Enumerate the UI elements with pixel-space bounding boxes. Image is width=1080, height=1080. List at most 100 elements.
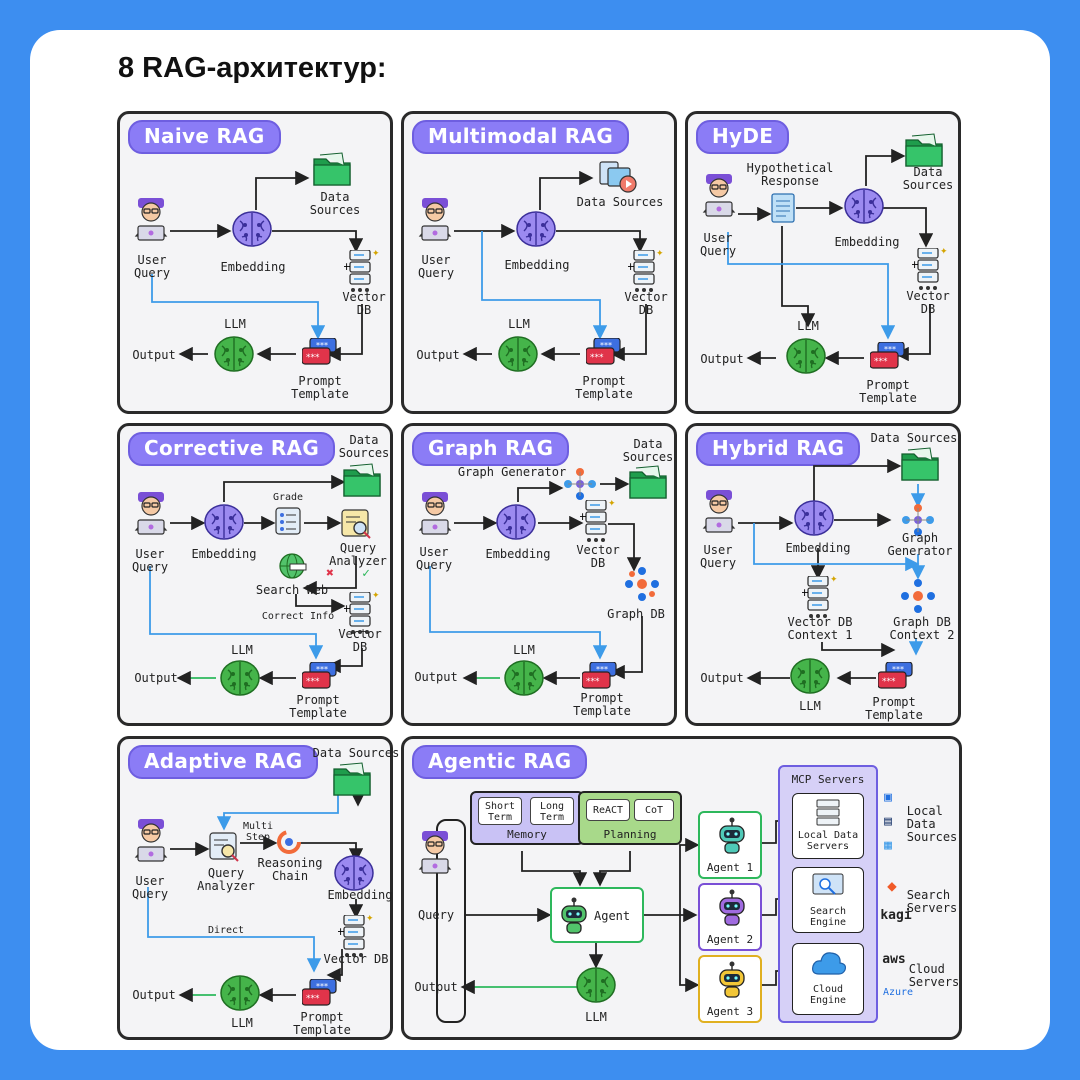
graph-db-icon <box>901 579 935 613</box>
folder-icon <box>313 152 351 186</box>
output-label: Output <box>132 348 176 362</box>
panel-title: HyDE <box>696 120 790 154</box>
query-analyzer-icon <box>209 832 239 862</box>
panel-title: Naive RAG <box>128 120 281 154</box>
user-icon <box>703 490 735 533</box>
prompt-template-icon <box>302 979 337 1006</box>
aws-label: aws <box>882 952 906 967</box>
user-icon <box>135 492 167 535</box>
planning-label: Planning <box>603 828 657 841</box>
graph-db-label: Graph DB <box>607 607 665 621</box>
user-icon <box>135 819 167 862</box>
graph-generator-label: Graph Generator <box>887 531 953 558</box>
brave-icon: ◆ <box>887 876 897 895</box>
panel-title: Hybrid RAG <box>696 432 861 466</box>
long-term-pill: Long Term <box>530 797 574 825</box>
vector-db-label: Vector DB <box>323 952 389 966</box>
user-query-label: User Query <box>699 231 737 258</box>
vector-db-icon <box>912 248 949 291</box>
page-title: 8 RAG-архитектур: <box>118 52 387 84</box>
panel-title: Graph RAG <box>412 432 570 466</box>
folder-icon <box>629 465 667 499</box>
user-query-label: User Query <box>133 253 171 280</box>
checklist-icon <box>275 507 301 535</box>
embedding-label: Embedding <box>191 547 257 561</box>
prompt-template-label: Prompt Template <box>291 374 349 401</box>
llm-brain-icon <box>220 660 260 696</box>
query-analyzer-icon <box>341 509 371 539</box>
search-engine-icon <box>812 873 844 895</box>
server-icon <box>816 799 840 826</box>
panel-title: Agentic RAG <box>412 745 588 779</box>
user-query-label: User Query <box>131 874 169 901</box>
agent-box: Agent <box>550 887 644 943</box>
graph-db-label: Graph DB Context 2 <box>889 615 955 642</box>
cloud-engine-box: Cloud Engine <box>792 943 864 1015</box>
kagi-label: kagi <box>880 908 912 923</box>
memory-label: Memory <box>507 828 547 841</box>
multi-step-label: Multi Step <box>242 821 274 843</box>
embedding-brain-icon <box>794 500 834 536</box>
vector-db-label: Vector DB <box>576 543 620 570</box>
embedding-label: Embedding <box>834 235 900 249</box>
vector-db-label: Vector DB <box>338 627 382 654</box>
reasoning-chain-label: Reasoning Chain <box>257 856 323 883</box>
folder-icon <box>333 762 371 796</box>
search-web-label: Search Web <box>255 583 329 597</box>
output-label: Output <box>700 352 744 366</box>
search-servers-label: Search Servers <box>906 888 958 915</box>
agent2-label: Agent 2 <box>706 933 754 946</box>
llm-brain-icon <box>498 336 538 372</box>
check-icon: ✓ <box>362 566 370 581</box>
llm-brain-icon <box>220 975 260 1011</box>
llm-label: LLM <box>799 699 821 713</box>
user-query-label: User Query <box>131 547 169 574</box>
embedding-label: Embedding <box>327 888 393 902</box>
data-sources-label: Data Sources <box>338 433 390 460</box>
panel-graph-rag: Graph RAG Data Sources Graph Generator U… <box>401 423 677 726</box>
data-sources-label: Data Sources <box>902 165 954 192</box>
embedding-brain-icon <box>232 211 272 247</box>
panel-adaptive-rag: Adaptive RAG Data Sources Multi Step Use… <box>117 736 399 1040</box>
panel-hyde: HyDE Hypothetical Response User Query Em… <box>685 111 961 414</box>
output-label: Output <box>134 671 178 685</box>
planning-box: ReACT CoT Planning <box>578 791 682 845</box>
user-query-label: User Query <box>415 545 453 572</box>
vector-db-icon <box>580 500 617 543</box>
cloud-servers-label: Cloud Servers <box>908 962 960 989</box>
data-sources-label: Data Sources <box>870 431 958 445</box>
user-query-label: User Query <box>417 253 455 280</box>
panel-hybrid-rag: Hybrid RAG Data Sources User Query Embed… <box>685 423 961 726</box>
user-icon <box>419 831 451 874</box>
cloud-icon <box>812 952 847 975</box>
data-sources-label: Data Sources <box>312 746 400 760</box>
user-column <box>436 819 466 1023</box>
output-label: Output <box>700 671 744 685</box>
react-pill: ReACT <box>586 799 630 821</box>
vector-db-label: Vector DB Context 1 <box>787 615 853 642</box>
folder-icon <box>343 463 381 497</box>
robot-icon <box>719 889 745 926</box>
llm-label: LLM <box>231 643 253 657</box>
llm-label: LLM <box>585 1010 607 1024</box>
prompt-template-icon <box>878 662 913 689</box>
output-label: Output <box>414 670 458 684</box>
panel-corrective-rag: Corrective RAG Data Sources User Query E… <box>117 423 393 726</box>
user-icon <box>703 174 735 217</box>
embedding-brain-icon <box>496 504 536 540</box>
azure-label: Azure <box>882 987 914 998</box>
embedding-label: Embedding <box>485 547 551 561</box>
panel-title: Adaptive RAG <box>128 745 319 779</box>
embedding-brain-icon <box>844 188 884 224</box>
query-analyzer-label: Query Analyzer <box>329 541 387 568</box>
data-sources-label: Data Sources <box>309 190 361 217</box>
vector-db-label: Vector DB <box>624 290 668 317</box>
memory-box: Short Term Long Term Memory <box>470 791 584 845</box>
embedding-brain-icon <box>204 504 244 540</box>
cross-icon: ✖ <box>326 566 334 581</box>
prompt-template-icon <box>302 338 337 365</box>
user-icon <box>419 198 451 241</box>
query-analyzer-label: Query Analyzer <box>197 866 255 893</box>
storage-icon: ▤ <box>884 814 892 829</box>
llm-brain-icon <box>214 336 254 372</box>
